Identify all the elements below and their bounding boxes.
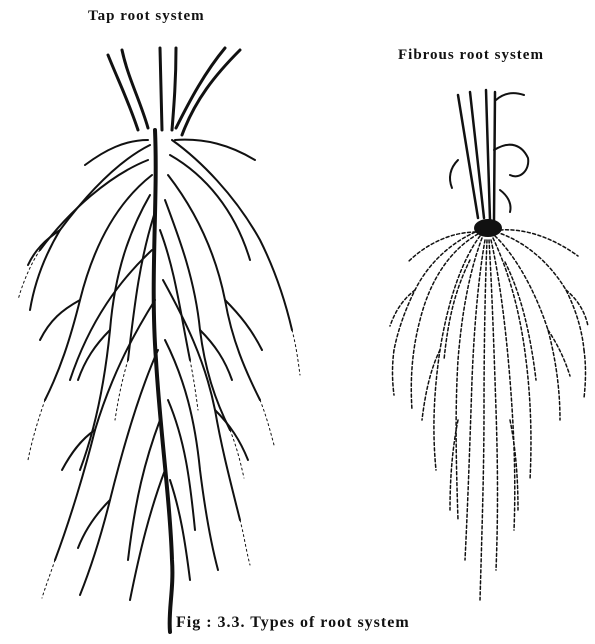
fibrous-root-stems (450, 90, 528, 220)
fibrous-root-drawing (390, 90, 588, 600)
tap-root-drawing (18, 48, 300, 632)
tap-root-stems (108, 48, 240, 135)
fibrous-roots (390, 230, 588, 600)
tap-main-root (154, 130, 173, 632)
tap-lateral-roots (28, 140, 292, 600)
